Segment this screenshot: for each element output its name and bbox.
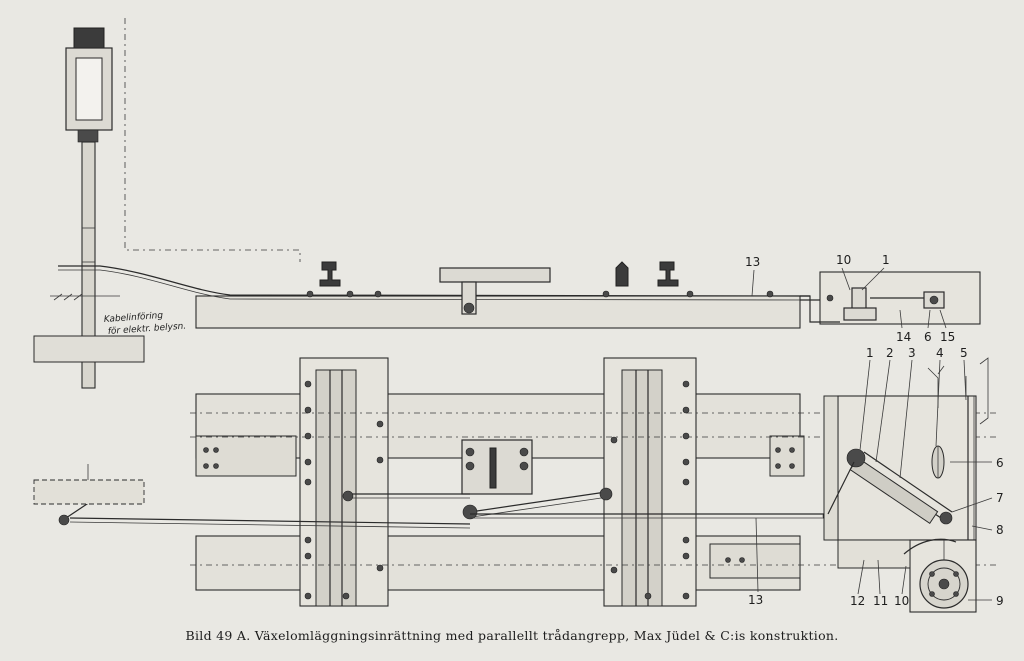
label-side-1: 1 <box>882 253 890 267</box>
label-plan-11: 11 <box>873 594 888 608</box>
plan-view <box>33 357 1000 613</box>
rail-profile-left <box>319 261 341 287</box>
lamp-cap <box>73 27 105 49</box>
crank-pivot <box>846 448 866 468</box>
label-plan-3: 3 <box>908 346 916 360</box>
wire-rod-left <box>69 517 471 525</box>
label-plan-9: 9 <box>996 594 1004 608</box>
cable-note-line-1: Kabelinföring <box>104 311 164 325</box>
label-plan-5: 5 <box>960 346 968 360</box>
leader-lines <box>751 267 993 601</box>
rail-profile-right <box>657 261 679 287</box>
lamp-window <box>75 57 103 121</box>
label-plan-13: 13 <box>748 593 763 607</box>
rod-diagonal <box>469 491 607 513</box>
label-plan-7: 7 <box>996 491 1004 505</box>
lamp-post <box>33 141 145 389</box>
label-plan-2: 2 <box>886 346 894 360</box>
boundary-line <box>124 18 301 262</box>
label-plan-1: 1 <box>866 346 874 360</box>
label-side-13: 13 <box>745 255 760 269</box>
wire-rod-side <box>58 265 811 297</box>
lamp-base <box>77 129 99 143</box>
sleeper-bottom <box>195 535 801 591</box>
label-side-14: 14 <box>896 330 911 344</box>
label-plan-10: 10 <box>894 594 909 608</box>
figure-caption: Bild 49 A. Växelomläggningsinrättning me… <box>185 628 839 643</box>
label-side-10: 10 <box>836 253 851 267</box>
sleeper-side <box>195 295 801 329</box>
label-side-6: 6 <box>924 330 932 344</box>
crank-bracket-side <box>439 267 551 283</box>
label-plan-8: 8 <box>996 523 1004 537</box>
side-elevation <box>58 261 981 329</box>
label-plan-12: 12 <box>850 594 865 608</box>
label-plan-6: 6 <box>996 456 1004 470</box>
sleeper-bolts <box>203 380 795 600</box>
signal-lamp <box>65 27 113 143</box>
label-side-15: 15 <box>940 330 955 344</box>
post-foot-plate <box>33 335 145 363</box>
label-plan-4: 4 <box>936 346 944 360</box>
